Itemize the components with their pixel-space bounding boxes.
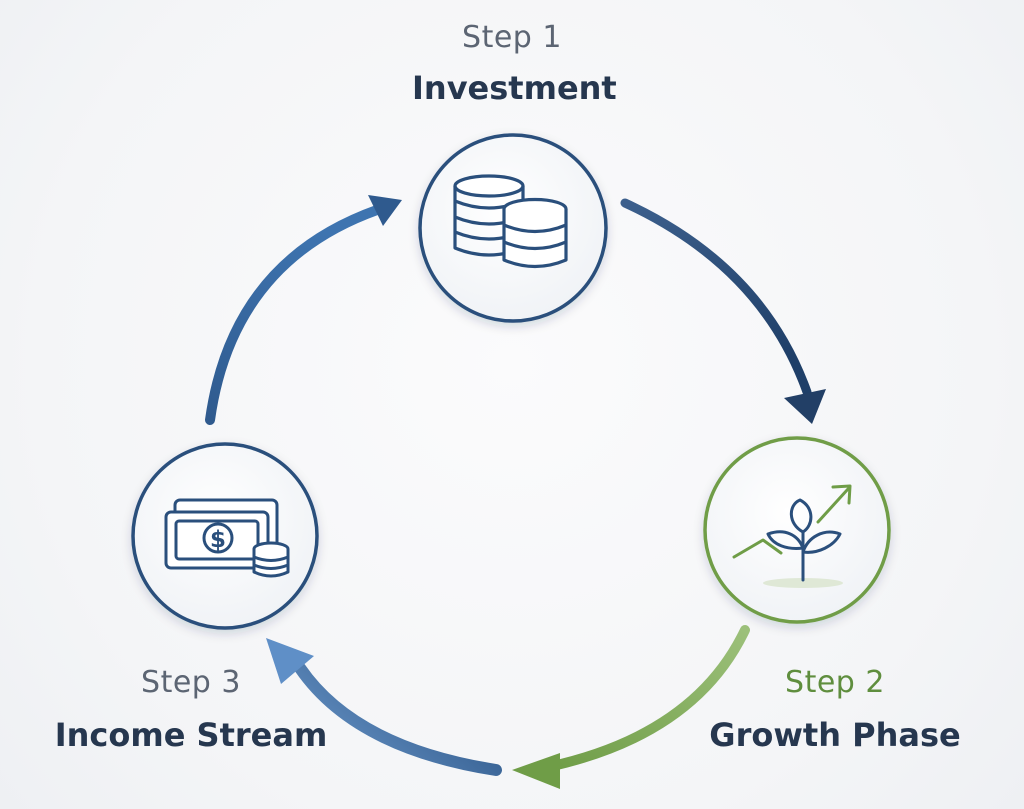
step-3-name: Income Stream bbox=[54, 716, 328, 754]
svg-text:$: $ bbox=[210, 527, 226, 553]
step-2-number: Step 2 bbox=[785, 665, 885, 700]
arrowhead-up-icon bbox=[266, 638, 314, 684]
step-2-label-group: Step 2 Growth Phase bbox=[690, 665, 980, 755]
arrow-investment-to-growth bbox=[620, 198, 826, 424]
step-2-name: Growth Phase bbox=[709, 716, 961, 754]
step-3-number: Step 3 bbox=[141, 665, 241, 700]
step-1-label-group: Step 1 Investment bbox=[412, 20, 617, 108]
plant-growth-icon bbox=[732, 484, 852, 588]
arrow-income-to-investment bbox=[205, 195, 402, 425]
cash-coins-icon: $ bbox=[164, 498, 290, 578]
arrowhead-left-icon bbox=[512, 753, 560, 789]
step-1-number: Step 1 bbox=[462, 20, 562, 55]
arrowhead-down-icon bbox=[784, 389, 826, 424]
step-3-label-group: Step 3 Income Stream bbox=[36, 665, 346, 755]
arrowhead-right-icon bbox=[368, 195, 402, 226]
coins-stack-icon bbox=[453, 174, 568, 269]
step-1-name: Investment bbox=[412, 69, 617, 107]
arrow-growth-to-income bbox=[266, 625, 750, 789]
node-growth-phase bbox=[703, 436, 891, 624]
